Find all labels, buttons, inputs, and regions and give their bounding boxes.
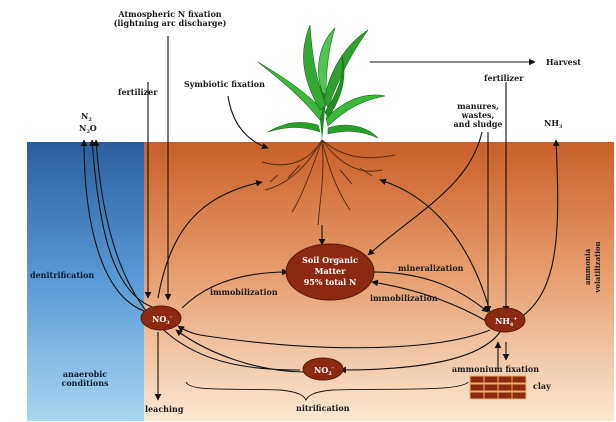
som-label-3: 95% total N (304, 277, 357, 287)
som-label-2: Matter (315, 266, 347, 276)
ammonium-fixation-label: ammonium fixation (452, 365, 539, 374)
leaching-label: leaching (145, 405, 183, 414)
fertilizer-left-label: fertilizer (118, 88, 157, 97)
harvest-label: Harvest (546, 58, 581, 67)
immobilization-left-label: immobilization (210, 288, 278, 297)
clay-layer-icon (470, 376, 526, 399)
denitrification-label: denitrification (30, 271, 94, 280)
clay-label: clay (533, 382, 551, 391)
immobilization-right-label: immobilization (370, 294, 438, 303)
nitrification-label: nitrification (296, 404, 350, 413)
n2o-label: N2O (79, 123, 97, 135)
symbiotic-fixation-label: Symbiotic fixation (184, 80, 265, 89)
atmospheric-fixation-label: Atmospheric N fixation (lightning arc di… (110, 10, 230, 28)
ammonia-volatilization-label-2: volatilization (593, 241, 602, 293)
ammonia-volatilization-label-1: ammonia (583, 248, 592, 285)
anaerobic-conditions-label: anaerobic conditions (40, 370, 130, 388)
n2-label: N2 (81, 111, 92, 123)
corn-plant-icon (258, 25, 385, 140)
soil-background (143, 142, 614, 421)
nh3-label: NH3 (544, 118, 563, 130)
manures-label: manures, wastes, and sludge (448, 102, 508, 129)
mineralization-label: mineralization (398, 264, 464, 273)
fertilizer-right-label: fertilizer (484, 74, 523, 83)
som-label-1: Soil Organic (302, 255, 358, 265)
